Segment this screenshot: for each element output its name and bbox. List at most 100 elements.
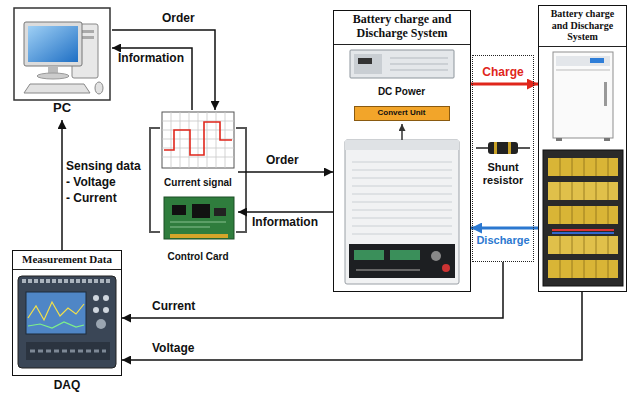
edge-label: Order bbox=[160, 12, 197, 26]
card-node: Control Card bbox=[158, 192, 238, 262]
arrow-connector bbox=[238, 171, 333, 173]
current-signal-image bbox=[162, 112, 234, 168]
convert-unit: Convert Unit bbox=[354, 106, 450, 121]
load-unit-image bbox=[356, 269, 420, 271]
control-card-image bbox=[164, 197, 234, 239]
box-heading: Battery charge and Discharge System bbox=[334, 11, 470, 45]
current-signal-image bbox=[164, 122, 232, 155]
daq-device-image bbox=[103, 295, 109, 301]
node-label: Shunt resistor bbox=[473, 161, 533, 186]
system-box: Battery charge and Discharge System DC Po… bbox=[333, 10, 471, 292]
signal-label: - Current bbox=[66, 192, 117, 206]
control-card-image bbox=[170, 222, 226, 227]
resistor-symbol bbox=[508, 142, 511, 154]
daq-device-image bbox=[26, 342, 110, 360]
control-card-image bbox=[192, 204, 210, 218]
computer-icon bbox=[48, 66, 58, 73]
internal-arrow bbox=[402, 124, 403, 140]
chamber-image bbox=[604, 82, 607, 106]
bracket bbox=[150, 128, 246, 232]
battery-pack-image bbox=[548, 236, 618, 254]
dc-power-image bbox=[350, 50, 454, 78]
box-heading: Measurement Data bbox=[13, 251, 121, 270]
bracket bbox=[236, 128, 246, 232]
node-label: Convert Unit bbox=[378, 109, 426, 117]
resistor-symbol bbox=[494, 142, 497, 154]
edge-label: Current bbox=[150, 300, 197, 314]
battery-box: Battery charge and Discharge System bbox=[538, 5, 627, 292]
device-label: DAQ bbox=[13, 379, 121, 393]
daq-device-image bbox=[28, 322, 84, 328]
daq-device-image bbox=[93, 295, 99, 301]
arrow-connector bbox=[471, 227, 538, 230]
control-card-image bbox=[170, 234, 228, 238]
battery-pack-image bbox=[560, 158, 608, 278]
daq-device-image bbox=[28, 302, 84, 320]
battery-pack-image bbox=[548, 260, 618, 278]
computer-icon bbox=[28, 26, 78, 62]
control-card-image bbox=[214, 208, 226, 216]
power-supply-node: DC Power bbox=[345, 46, 459, 98]
resistor-symbol bbox=[488, 142, 518, 154]
edge-label: Order bbox=[264, 154, 301, 168]
signal-node: Current signal bbox=[158, 110, 238, 188]
chamber-image bbox=[590, 58, 604, 63]
battery-pack-image bbox=[543, 150, 623, 286]
battery-pack-image bbox=[552, 232, 614, 234]
arrow-connector bbox=[112, 30, 215, 110]
load-unit-image bbox=[345, 140, 459, 284]
daq-device-image bbox=[30, 350, 106, 353]
daq-device-image bbox=[18, 276, 116, 368]
signal-label: Sensing data bbox=[66, 160, 141, 174]
current-signal-image bbox=[162, 112, 234, 168]
chamber-image bbox=[604, 138, 610, 141]
dc-power-image bbox=[358, 58, 372, 64]
dc-power-image bbox=[390, 58, 448, 70]
daq-device-image bbox=[103, 307, 109, 313]
daq-box: Measurement DataDAQ bbox=[12, 250, 122, 376]
control-card-image bbox=[172, 205, 186, 215]
chamber-image bbox=[556, 56, 610, 66]
load-unit-image bbox=[349, 244, 455, 278]
computer-icon bbox=[24, 84, 90, 93]
node-label: PC bbox=[53, 101, 71, 116]
chamber-image bbox=[553, 52, 613, 138]
battery-pack-image bbox=[543, 150, 623, 286]
current-signal-image bbox=[162, 112, 234, 168]
internal-arrow bbox=[401, 124, 403, 140]
computer-icon bbox=[24, 22, 82, 66]
computer-icon bbox=[14, 8, 110, 100]
box-heading: Battery charge and Discharge System bbox=[539, 6, 626, 47]
computer-icon bbox=[37, 73, 69, 79]
edge-label: Discharge bbox=[474, 234, 531, 247]
computer-icon bbox=[14, 8, 110, 100]
load-unit-image bbox=[354, 250, 384, 260]
chamber-image bbox=[556, 138, 562, 141]
arrow-connector bbox=[61, 120, 63, 250]
arrow-connector bbox=[471, 83, 538, 86]
load-unit-image bbox=[345, 140, 459, 150]
chamber-image bbox=[556, 70, 610, 71]
bracket bbox=[150, 128, 160, 232]
battery-pack-image bbox=[548, 158, 618, 176]
shunt-box: Shunt resistor bbox=[472, 55, 534, 262]
signal-label: - Voltage bbox=[66, 176, 116, 190]
node-label: Control Card bbox=[167, 251, 228, 263]
edge-label: Charge bbox=[480, 66, 525, 80]
chamber-image bbox=[553, 52, 613, 141]
load-unit-image bbox=[345, 140, 459, 284]
edge-label: Voltage bbox=[150, 342, 196, 356]
computer-icon bbox=[95, 82, 103, 94]
edge-label: Information bbox=[116, 52, 186, 66]
edge-label: Information bbox=[250, 216, 320, 230]
battery-pack-image bbox=[548, 182, 618, 200]
control-card-image bbox=[164, 197, 234, 239]
daq-device-image bbox=[96, 319, 106, 329]
node-label: DC Power bbox=[378, 86, 425, 98]
arrow-connector bbox=[238, 211, 333, 213]
load-unit-image bbox=[390, 250, 420, 260]
arrow-connector bbox=[112, 48, 192, 110]
daq-device-image bbox=[18, 276, 116, 368]
